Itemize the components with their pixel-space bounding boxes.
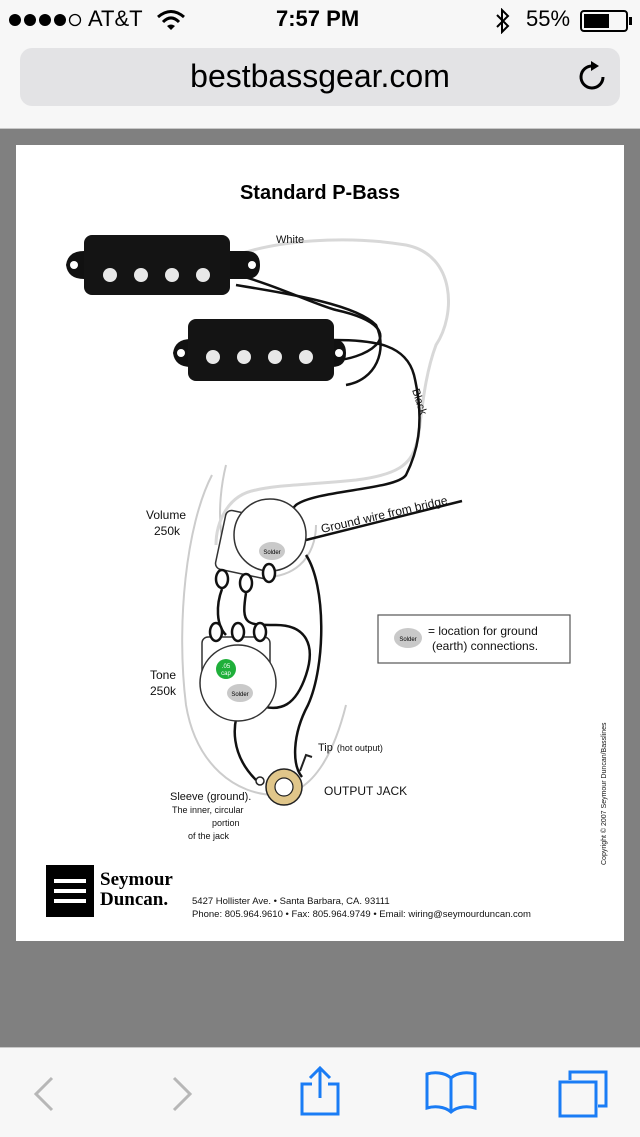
vol-tone-wire bbox=[243, 592, 311, 710]
tone-value: 250k bbox=[150, 684, 177, 698]
tone-label: Tone bbox=[150, 668, 176, 682]
address-bar[interactable]: bestbassgear.com bbox=[20, 48, 620, 106]
pickup-neck bbox=[66, 235, 260, 295]
legend-solder: Solder bbox=[399, 637, 416, 643]
tip-wire bbox=[293, 554, 323, 778]
url-text[interactable]: bestbassgear.com bbox=[190, 58, 450, 94]
tip-label: Tip(hot output) bbox=[318, 742, 383, 754]
tabs-icon[interactable] bbox=[556, 1068, 610, 1118]
volume-pot: Solder bbox=[214, 498, 307, 594]
footer-address: 5427 Hollister Ave. • Santa Barbara, CA.… bbox=[192, 896, 390, 907]
seymour-duncan-logo: Seymour Duncan. bbox=[46, 865, 173, 917]
signal-dots-icon bbox=[9, 13, 82, 27]
volume-label: Volume bbox=[146, 508, 186, 522]
bluetooth-icon bbox=[496, 8, 510, 34]
volume-solder-label: Solder bbox=[263, 550, 280, 556]
forward-icon[interactable] bbox=[170, 1074, 196, 1114]
wifi-icon bbox=[157, 10, 185, 30]
volume-value: 250k bbox=[154, 524, 181, 538]
pickup-link-wire-2 bbox=[235, 283, 382, 387]
sleeve-line-2: The inner, circular bbox=[172, 805, 244, 815]
share-icon[interactable] bbox=[298, 1066, 342, 1118]
cap-label: cap bbox=[221, 671, 231, 677]
legend-line-2: (earth) connections. bbox=[432, 639, 538, 653]
back-icon[interactable] bbox=[30, 1074, 56, 1114]
browser-toolbar bbox=[0, 1047, 640, 1137]
sleeve-line-4: of the jack bbox=[188, 831, 230, 841]
wiring-diagram-image: Standard P-Bass bbox=[16, 145, 624, 941]
tone-pot: .05 cap Solder bbox=[199, 621, 277, 722]
brand-line-1: Seymour bbox=[100, 869, 173, 890]
reload-icon[interactable] bbox=[576, 60, 610, 94]
black-wire-label: Black bbox=[409, 387, 429, 417]
pickup-bridge bbox=[173, 319, 346, 381]
sleeve-label: Sleeve (ground). bbox=[170, 791, 251, 803]
sleeve-line-3: portion bbox=[212, 818, 240, 828]
body-outline bbox=[181, 474, 347, 797]
legend-line-1: = location for ground bbox=[428, 624, 538, 638]
browser-address-area: bestbassgear.com bbox=[0, 40, 640, 129]
clock: 7:57 PM bbox=[276, 6, 360, 31]
battery-icon bbox=[580, 10, 632, 32]
ground-wire-label: Ground wire from bridge bbox=[320, 493, 450, 536]
diagram-title: Standard P-Bass bbox=[240, 182, 400, 204]
tone-solder-label: Solder bbox=[231, 692, 248, 698]
copyright: Copyright © 2007 Seymour Duncan/Bassline… bbox=[600, 722, 608, 865]
legend: Solder = location for ground (earth) con… bbox=[377, 614, 571, 664]
status-bar: AT&T 7:57 PM 55% bbox=[0, 0, 640, 40]
output-jack bbox=[255, 753, 313, 806]
battery-percent: 55% bbox=[526, 6, 571, 31]
pickup-link-wire bbox=[230, 271, 382, 362]
brand-line-2: Duncan. bbox=[100, 889, 168, 910]
web-content[interactable]: Standard P-Bass bbox=[0, 129, 640, 1047]
output-jack-label: OUTPUT JACK bbox=[324, 784, 407, 798]
footer-contact: Phone: 805.964.9610 • Fax: 805.964.9749 … bbox=[192, 909, 531, 920]
bookmarks-icon[interactable] bbox=[424, 1068, 478, 1114]
vol-to-jack-wire bbox=[216, 588, 227, 636]
white-wire-label: White bbox=[276, 234, 304, 246]
wiring-diagram: Standard P-Bass bbox=[46, 182, 608, 920]
carrier-label: AT&T bbox=[88, 6, 143, 31]
cap-value: .05 bbox=[222, 664, 231, 670]
